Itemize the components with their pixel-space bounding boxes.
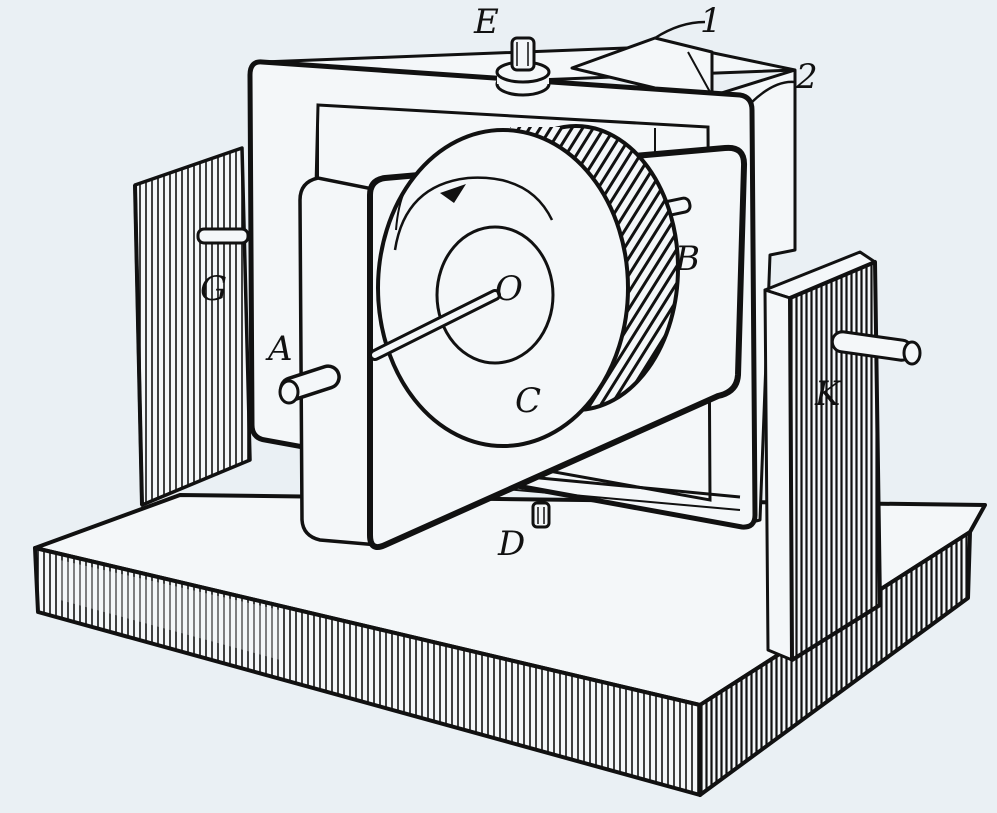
pivot-pin-a [278,364,341,405]
pivot-pin-d [531,501,551,529]
label-1: 1 [700,1,722,41]
rotor-axle [369,289,501,361]
label-b: B [674,239,700,279]
labels: E 1 2 B O G A C K D [200,1,843,564]
right-support-plate [763,250,922,662]
pivot-pin-g [196,227,250,245]
leader-lines [654,20,796,103]
back-bracket [570,36,714,94]
pivot-pin-e [495,36,551,97]
rotor-disk [369,124,680,448]
label-c: C [515,381,541,421]
label-g: G [200,269,227,309]
label-2: 2 [795,57,818,97]
base-plate [33,493,987,797]
label-e: E [473,2,499,42]
left-support-plate [133,146,252,507]
label-o: O [495,269,523,309]
label-a: A [265,329,293,369]
pivot-pin-k [830,330,922,366]
label-k: K [814,374,843,414]
label-d: D [497,524,525,564]
